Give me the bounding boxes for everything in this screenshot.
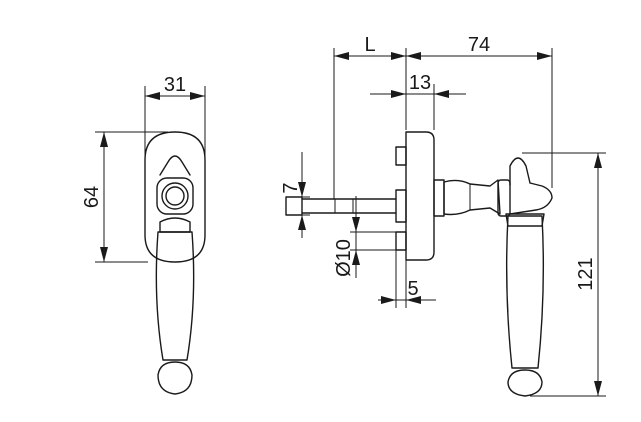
- dimension-bore-diameter: Ø10: [333, 196, 396, 278]
- label-bore-diameter: Ø10: [333, 239, 355, 277]
- label-length: L: [364, 34, 375, 56]
- front-spindle-hub: [156, 177, 194, 215]
- dimension-length: L: [333, 34, 407, 199]
- front-view: [144, 131, 206, 395]
- dimension-rose-thickness: 13: [370, 72, 466, 130]
- neck-assembly: [433, 179, 511, 217]
- label-spindle-square: 7: [280, 182, 302, 193]
- front-rose-plate: [144, 131, 206, 263]
- label-front-height: 64: [81, 186, 103, 208]
- dimension-overall-depth: 74: [406, 34, 553, 188]
- front-finial: [159, 155, 191, 176]
- label-front-width: 31: [164, 74, 186, 96]
- mounting-bosses: [395, 146, 407, 251]
- label-base-offset: 5: [407, 278, 418, 300]
- spindle: [285, 189, 407, 223]
- front-lever-collar: [159, 217, 191, 233]
- dimension-front-height: 64: [81, 131, 168, 263]
- label-overall-depth: 74: [468, 34, 490, 56]
- dimension-spindle-square: 7: [280, 152, 310, 238]
- dimension-overall-height: 121: [522, 152, 606, 397]
- side-lever-collar: [505, 213, 545, 227]
- side-finial: [509, 157, 553, 215]
- label-rose-thickness: 13: [409, 72, 431, 94]
- side-lever-grip: [505, 215, 545, 369]
- label-overall-height: 121: [575, 257, 597, 290]
- front-lever-knob: [157, 361, 193, 395]
- rose-plate-side: [405, 131, 435, 261]
- dimension-front-width: 31: [144, 74, 206, 158]
- front-lever-grip: [155, 231, 195, 361]
- side-view: [285, 131, 553, 397]
- side-lever-knob: [507, 369, 543, 397]
- dimension-base-offset: 5: [378, 250, 436, 308]
